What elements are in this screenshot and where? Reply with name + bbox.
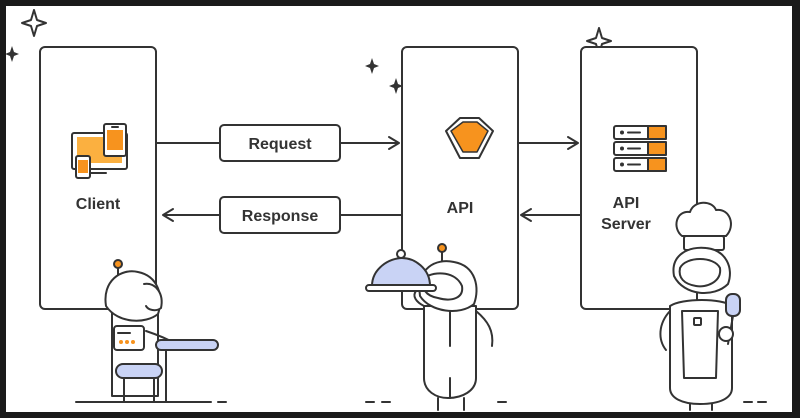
chef-astronaut-illustration [659, 201, 767, 411]
response-arrow [162, 208, 403, 222]
sparkle-icon [6, 46, 19, 62]
devices-icon [71, 123, 128, 179]
response-label: Response [242, 208, 319, 225]
api-to-server-arrow [517, 136, 579, 150]
client-panel [39, 46, 157, 310]
api-label: API [447, 200, 474, 217]
request-label: Request [248, 136, 312, 153]
server-to-api-arrow [520, 208, 582, 222]
api-diagram: Client API API Server Request Response [6, 9, 767, 411]
server-rack-icon [613, 125, 667, 172]
waiter-astronaut-illustration [365, 243, 507, 411]
client-label: Client [76, 196, 121, 213]
customer-astronaut-illustration [75, 259, 227, 403]
diagram-frame: Client API API Server Request Response [6, 6, 792, 412]
request-label-box [219, 124, 341, 162]
sparkle-icon [365, 58, 379, 74]
hexagon-icon [445, 117, 494, 159]
server-label-line1: API [613, 195, 640, 212]
server-label-line2: Server [601, 216, 651, 233]
sparkle-icon [389, 78, 403, 94]
sparkle-icon [21, 9, 47, 37]
response-label-box [219, 196, 341, 234]
request-arrow [155, 136, 400, 150]
server-panel [580, 46, 698, 310]
